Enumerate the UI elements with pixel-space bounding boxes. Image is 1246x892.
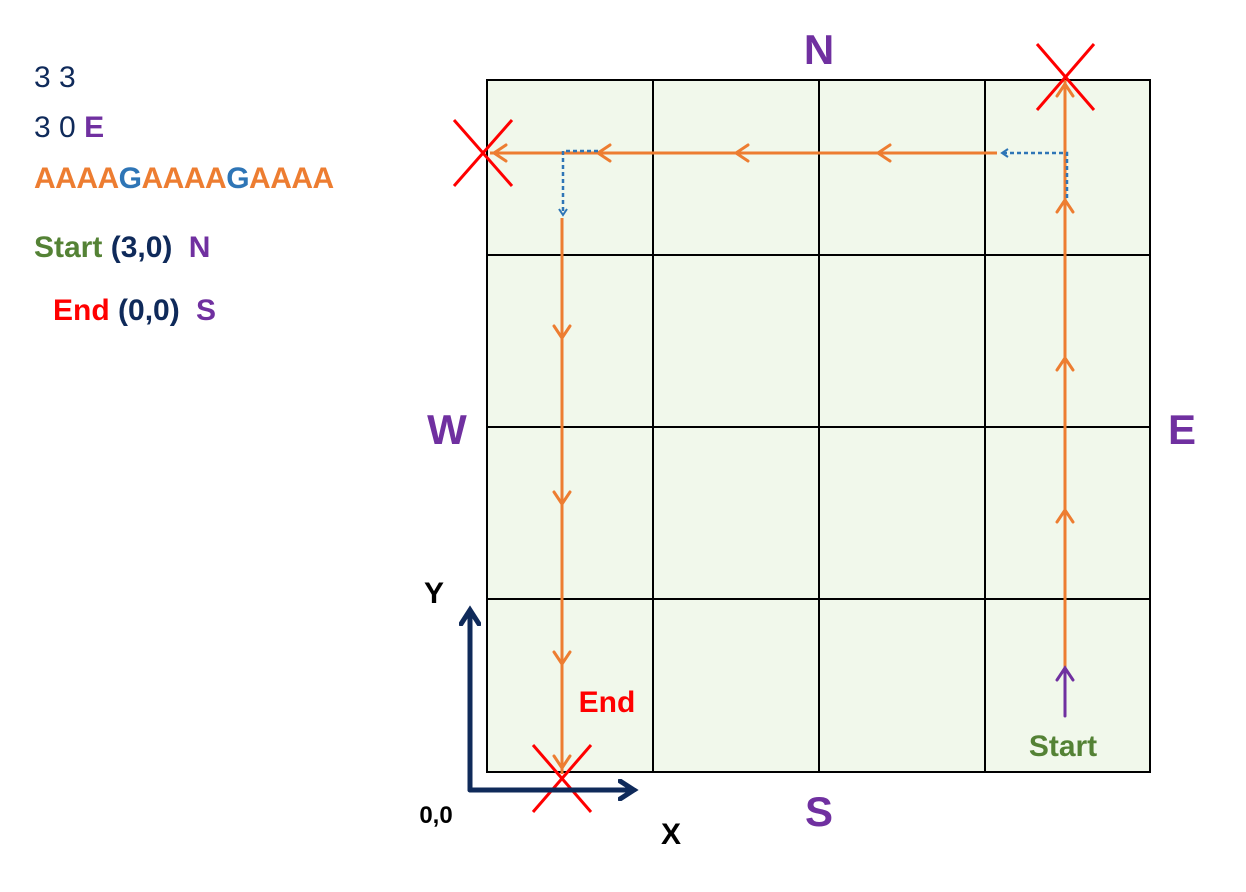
chevron-down-icon xyxy=(552,650,572,667)
end-summary-label: End xyxy=(53,294,110,327)
x-marker-end xyxy=(531,744,593,813)
chevron-left-icon xyxy=(875,143,892,163)
command-advance: AAAA xyxy=(34,162,119,195)
chevron-left-icon xyxy=(595,143,612,163)
chevron-up-icon xyxy=(1055,81,1075,98)
start-arrow xyxy=(1055,665,1075,718)
command-turn: G xyxy=(118,162,142,195)
chevron-up-icon xyxy=(1055,197,1075,214)
x-axis-label: X xyxy=(661,818,681,851)
chevron-down-icon xyxy=(552,324,572,341)
start-label: Start xyxy=(1029,730,1097,763)
start-summary-label: Start xyxy=(34,231,103,264)
end-label: End xyxy=(579,686,636,719)
turn-indicator-west-to-south xyxy=(558,149,598,217)
chevron-up-icon xyxy=(1055,507,1075,524)
chevron-down-icon xyxy=(552,754,572,771)
chevron-down-icon xyxy=(552,490,572,507)
turn-indicators xyxy=(558,148,1069,217)
compass-east: E xyxy=(1168,406,1196,453)
start-heading-text: E xyxy=(84,111,105,144)
command-advance: AAAA xyxy=(249,162,334,195)
command-sequence: AAAAGAAAAGAAAA xyxy=(34,164,334,194)
y-axis-label: Y xyxy=(424,577,444,610)
x-marker-top-left xyxy=(452,119,514,187)
start-position-line: 3 0 E xyxy=(34,113,104,143)
x-marker-top-right xyxy=(1035,43,1096,111)
command-advance: AAAA xyxy=(141,162,227,195)
start-arrow-head-icon xyxy=(1055,665,1075,682)
x-marker-stroke xyxy=(1035,43,1096,111)
chevron-left-icon xyxy=(733,143,750,163)
end-summary-heading: S xyxy=(196,294,217,327)
start-coords-text: 3 0 xyxy=(34,111,76,144)
start-summary-heading: N xyxy=(188,231,211,264)
compass-north: N xyxy=(804,26,834,73)
x-marker-stroke xyxy=(531,744,593,813)
start-summary: Start (3,0) N xyxy=(34,233,210,263)
coordinate-axes xyxy=(470,612,632,790)
compass-west: W xyxy=(427,406,467,453)
origin-label: 0,0 xyxy=(419,802,452,829)
end-summary-coords: (0,0) xyxy=(118,294,180,327)
grid-lines xyxy=(487,80,1150,772)
start-summary-coords: (3,0) xyxy=(110,231,173,264)
turn-indicator-north-to-west xyxy=(1000,148,1069,198)
x-marker-stroke xyxy=(452,119,514,187)
end-summary: End (0,0) S xyxy=(53,296,216,326)
path-chevrons xyxy=(491,81,1075,771)
command-turn: G xyxy=(226,162,250,195)
grid-size-line: 3 3 xyxy=(34,61,76,94)
compass-south: S xyxy=(805,788,833,835)
chevron-left-icon xyxy=(491,143,508,163)
robot-path xyxy=(490,80,1067,774)
chevron-up-icon xyxy=(1055,355,1075,372)
